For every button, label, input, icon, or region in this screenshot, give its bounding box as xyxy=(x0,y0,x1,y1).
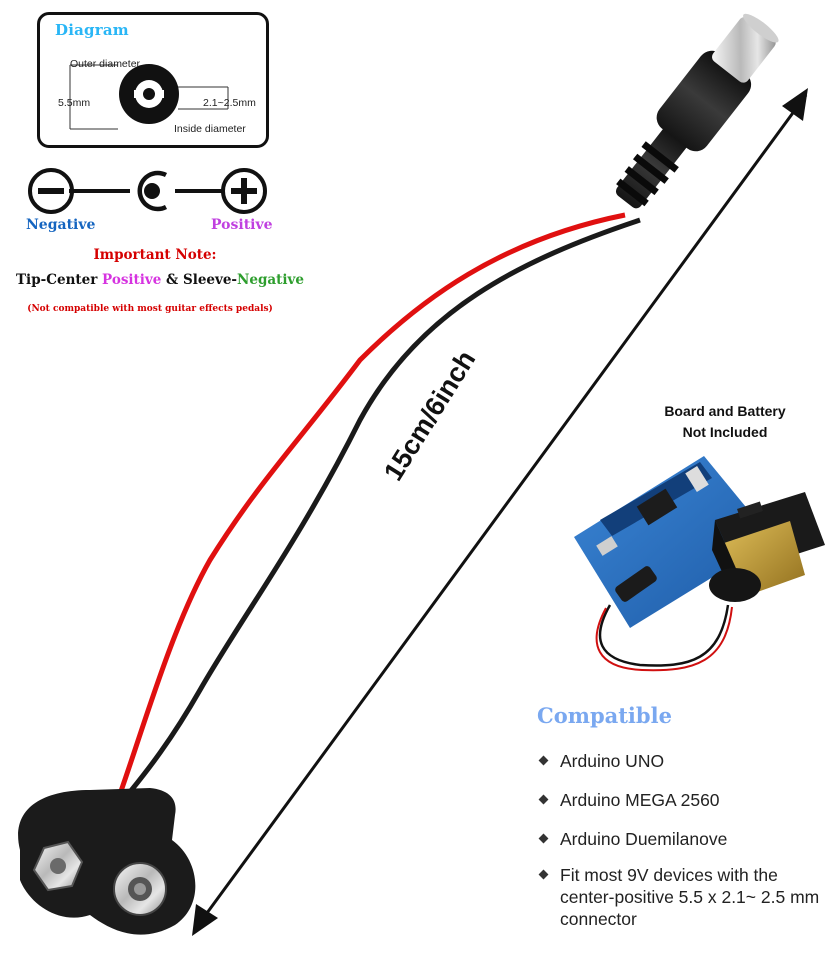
polarity-note: Tip-Center Positive & Sleeve-Negative xyxy=(0,272,320,288)
important-note-title: Important Note: xyxy=(93,247,217,263)
connector-diagram-box: Diagram Outer diameter 5.5mm 2.1~2.5mm I… xyxy=(37,12,269,148)
note-negative: Negative xyxy=(237,272,304,288)
inside-diameter-label: Inside diameter xyxy=(174,123,246,135)
center-pin-icon xyxy=(137,170,168,212)
plus-circle-icon xyxy=(221,168,267,214)
outer-diameter-label: Outer diameter xyxy=(70,58,141,70)
board-not-included-note: Board and Battery Not Included xyxy=(650,401,800,443)
battery-snap-connector xyxy=(18,788,196,935)
length-arrow xyxy=(192,88,808,936)
diagram-title: Diagram xyxy=(55,21,129,39)
cable-wires xyxy=(112,212,641,809)
diamond-bullet-icon xyxy=(538,833,549,844)
board-note-line1: Board and Battery xyxy=(664,403,786,419)
outer-diameter-value: 5.5mm xyxy=(58,97,91,109)
note-part2: & Sleeve- xyxy=(161,272,238,288)
list-item: Arduino UNO xyxy=(537,750,833,772)
diamond-bullet-icon xyxy=(538,794,549,805)
compatibility-warning: (Not compatible with most guitar effects… xyxy=(27,304,273,314)
minus-circle-icon xyxy=(28,168,74,214)
list-item: Arduino Duemilanove xyxy=(537,828,833,850)
barrel-cross-section-icon xyxy=(69,64,229,130)
list-item: Fit most 9V devices with the center-posi… xyxy=(537,864,833,930)
compatible-list: Arduino UNO Arduino MEGA 2560 Arduino Du… xyxy=(537,750,833,947)
list-item: Arduino MEGA 2560 xyxy=(537,789,833,811)
positive-label: Positive xyxy=(211,217,273,233)
diamond-bullet-icon xyxy=(538,755,549,766)
inner-diameter-value: 2.1~2.5mm xyxy=(203,97,256,109)
arduino-battery-photo xyxy=(574,456,825,672)
diamond-bullet-icon xyxy=(538,869,549,880)
note-positive: Positive xyxy=(102,272,162,288)
note-part1: Tip-Center xyxy=(16,272,103,288)
compatible-title: Compatible xyxy=(537,703,672,728)
board-note-line2: Not Included xyxy=(682,424,768,440)
dc-barrel-plug xyxy=(615,13,779,209)
polarity-symbol xyxy=(28,168,267,214)
negative-label: Negative xyxy=(26,217,96,233)
